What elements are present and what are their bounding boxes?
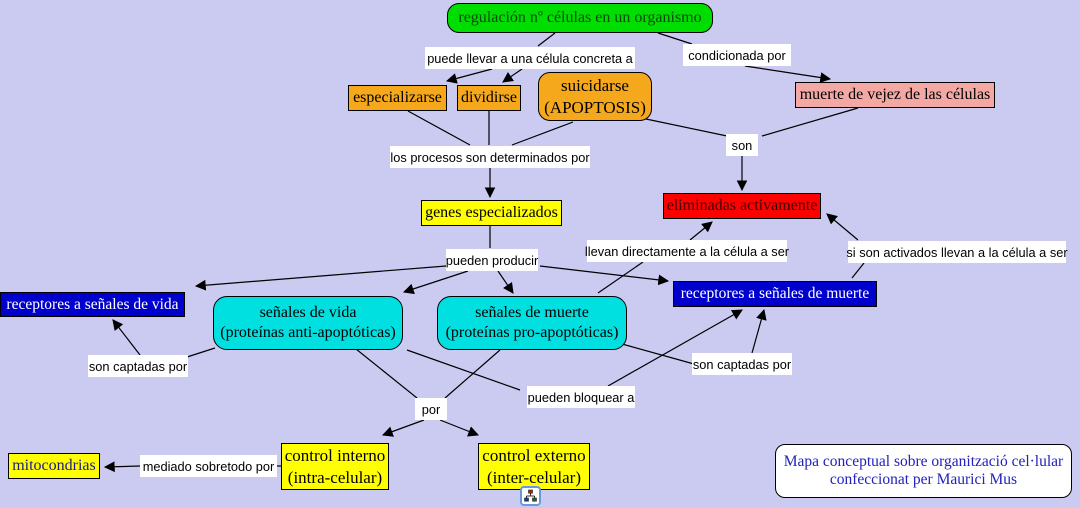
line-puede-llevar-especializarse	[445, 68, 493, 84]
link-label-pueden-bloquear[interactable]: pueden bloquear a	[527, 386, 635, 408]
line-condicionada-muerte-vejez	[744, 65, 832, 83]
line-pueden-producir-senales-vida	[402, 270, 469, 295]
org-chart-glyph	[524, 489, 537, 502]
node-control-externo[interactable]: control externo (inter-celular)	[478, 443, 590, 490]
line-senales-vida-por	[355, 348, 418, 399]
node-senales-muerte[interactable]: señales de muerte (proteínas pro-apoptót…	[437, 296, 627, 350]
line-receptores-muerte-si-son	[851, 262, 865, 279]
link-label-llevan-directamente[interactable]: llevan directamente a la célula a ser	[585, 240, 789, 262]
link-label-son-captadas-por-derecha[interactable]: son captadas por	[692, 353, 792, 375]
line-si-son-eliminadas	[826, 213, 859, 241]
link-label-condicionada-por[interactable]: condicionada por	[683, 44, 791, 66]
line-por-control-interno	[381, 419, 425, 437]
credit-note: Mapa conceptual sobre organització cel·l…	[775, 444, 1072, 498]
line-captadas-izq-receptores-vida	[112, 319, 141, 356]
line-llevan-eliminadas	[689, 221, 713, 241]
line-captadas-der-receptores-muerte	[751, 308, 767, 354]
node-receptores-senales-vida[interactable]: receptores a señales de vida	[0, 292, 185, 317]
line-especializarse-procesos	[407, 110, 471, 146]
link-label-si-son-activados[interactable]: si son activados llevan a la célula a se…	[846, 241, 1068, 263]
node-receptores-senales-muerte[interactable]: receptores a señales de muerte	[673, 281, 877, 307]
line-pueden-producir-receptores-vida	[194, 265, 447, 291]
line-senales-muerte-llevan	[597, 261, 644, 294]
line-suicidarse-son	[645, 118, 728, 137]
node-genes-especializados[interactable]: genes especializados	[421, 200, 562, 226]
link-label-pueden-producir[interactable]: pueden producir	[446, 249, 538, 271]
link-label-procesos-determinados[interactable]: los procesos son determinados por	[390, 146, 590, 168]
line-regulacion-condicionada	[657, 32, 693, 45]
node-senales-vida[interactable]: señales de vida (proteínas anti-apoptóti…	[213, 296, 403, 350]
node-regulacion-celulas[interactable]: regulación nº células en un organismo	[447, 3, 713, 33]
link-label-puede-llevar[interactable]: puede llevar a una célula concreta a	[425, 47, 635, 69]
node-especializarse[interactable]: especializarse	[348, 85, 447, 111]
node-suicidarse-apoptosis[interactable]: suicidarse (APOPTOSIS)	[538, 72, 652, 121]
link-label-mediado-sobretodo[interactable]: mediado sobretodo por	[140, 455, 277, 477]
line-senales-muerte-por	[444, 349, 501, 399]
line-pueden-producir-senales-muerte	[497, 270, 514, 294]
node-muerte-vejez[interactable]: muerte de vejez de las células	[795, 82, 995, 108]
link-label-son-captadas-por-izquierda[interactable]: son captadas por	[88, 355, 188, 377]
line-regulacion-puede-llevar	[537, 32, 556, 47]
link-label-son[interactable]: son	[726, 134, 758, 156]
line-suicidarse-procesos	[511, 121, 574, 146]
resource-link-icon[interactable]	[520, 486, 541, 506]
node-eliminadas-activamente[interactable]: eliminadas activamente	[663, 193, 821, 219]
node-dividirse[interactable]: dividirse	[457, 85, 521, 111]
node-control-interno[interactable]: control interno (intra-celular)	[281, 443, 389, 490]
line-senales-vida-captadas-izq	[186, 347, 216, 358]
line-muerte-vejez-son	[761, 107, 859, 137]
line-pueden-producir-receptores-muerte	[539, 265, 670, 286]
node-mitocondrias[interactable]: mitocondrias	[8, 453, 100, 479]
line-senales-muerte-captadas-der	[621, 343, 695, 365]
link-label-por[interactable]: por	[415, 398, 447, 420]
line-mediado-mitocondrias	[103, 461, 141, 473]
line-senales-vida-bloquear	[406, 349, 521, 391]
line-por-control-externo	[439, 419, 480, 437]
line-puede-llevar-dividirse	[502, 68, 523, 83]
